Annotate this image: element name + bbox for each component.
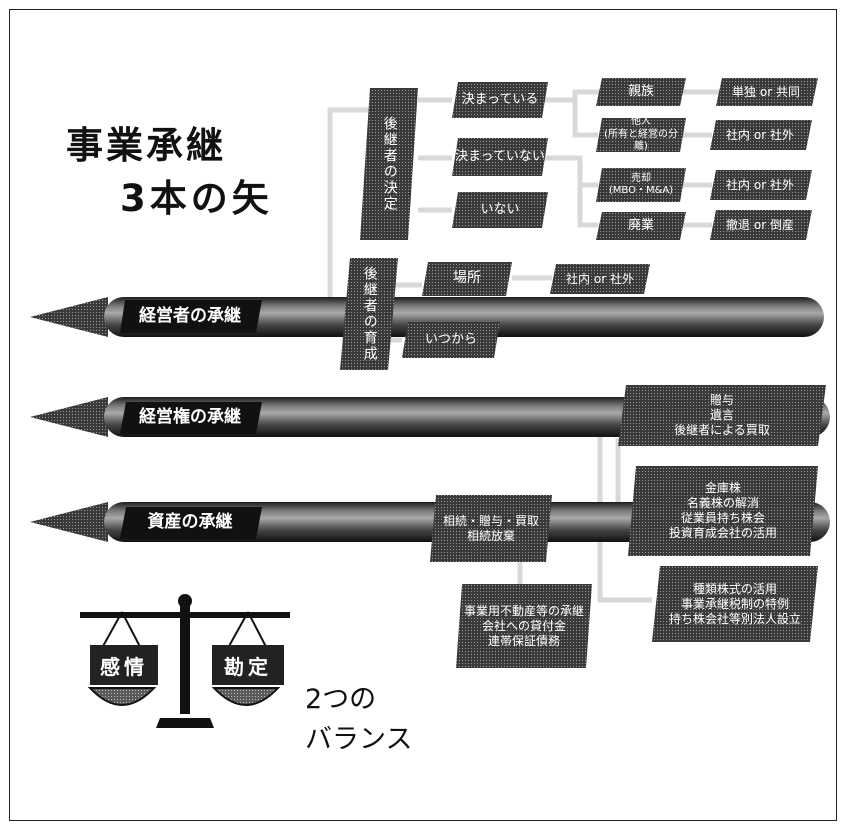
- balance-scale-icon: [80, 594, 290, 728]
- arrow-3-label: 資産の承継: [147, 512, 233, 533]
- balance-caption: 2つの バランス: [305, 680, 412, 760]
- assets-box-1: 相続・贈与・買取 相続放棄: [442, 513, 539, 543]
- arrow-3-tip: [30, 502, 108, 542]
- outcome-withdraw-bankrupt: 撤退 or 倒産: [726, 217, 794, 232]
- outcome-internal-external-1: 社内 or 社外: [726, 127, 794, 142]
- option-relatives: 親族: [627, 83, 654, 99]
- arrow-1-tip: [30, 297, 108, 337]
- status-undecided: 決まっていない: [455, 148, 545, 164]
- training-when: いつから: [424, 331, 477, 347]
- arrow-1-label: 経営者の承継: [139, 305, 241, 326]
- title-line1: 事業承継: [66, 124, 226, 167]
- outcome-internal-external-2: 社内 or 社外: [726, 177, 794, 192]
- arrow-1-shaft: [104, 297, 824, 337]
- arrow-2-label: 経営権の承継: [139, 407, 241, 428]
- outcome-single-joint: 単独 or 共同: [732, 84, 800, 99]
- rights-box-1: 贈与 遺言 後継者による買取: [674, 393, 770, 437]
- balance-line1: 2つの: [305, 684, 377, 715]
- balance-line2: バランス: [305, 724, 413, 755]
- option-others: 他人 (所有と経営の分離): [604, 116, 678, 153]
- title-line2: 3本の矢: [120, 177, 273, 220]
- assets-box-2: 事業用不動産等の承継 会社への貸付金 連帯保証債務: [463, 603, 584, 648]
- training-place-outcome: 社内 or 社外: [566, 271, 634, 286]
- rights-box-3: 種類株式の活用 事業承継税制の特例 持ち株会社等別法人設立: [668, 581, 801, 626]
- status-none: いない: [480, 201, 520, 217]
- status-decided: 決まっている: [461, 91, 539, 107]
- scale-left-label: 感情: [100, 654, 148, 679]
- arrow-2-tip: [30, 397, 108, 437]
- option-sale: 売却 (MBO・M&A): [608, 172, 674, 197]
- scale-right-label: 勘定: [224, 654, 272, 679]
- successor-decision-box: 後継者の決定: [381, 116, 398, 212]
- successor-training-box: 後継者の育成: [361, 266, 378, 362]
- training-place: 場所: [453, 270, 481, 287]
- rights-box-2: 金庫株 名義株の解消 従業員持ち株会 投資育成会社の活用: [668, 481, 777, 540]
- arrow-1: [30, 297, 824, 337]
- option-closure: 廃業: [627, 217, 654, 233]
